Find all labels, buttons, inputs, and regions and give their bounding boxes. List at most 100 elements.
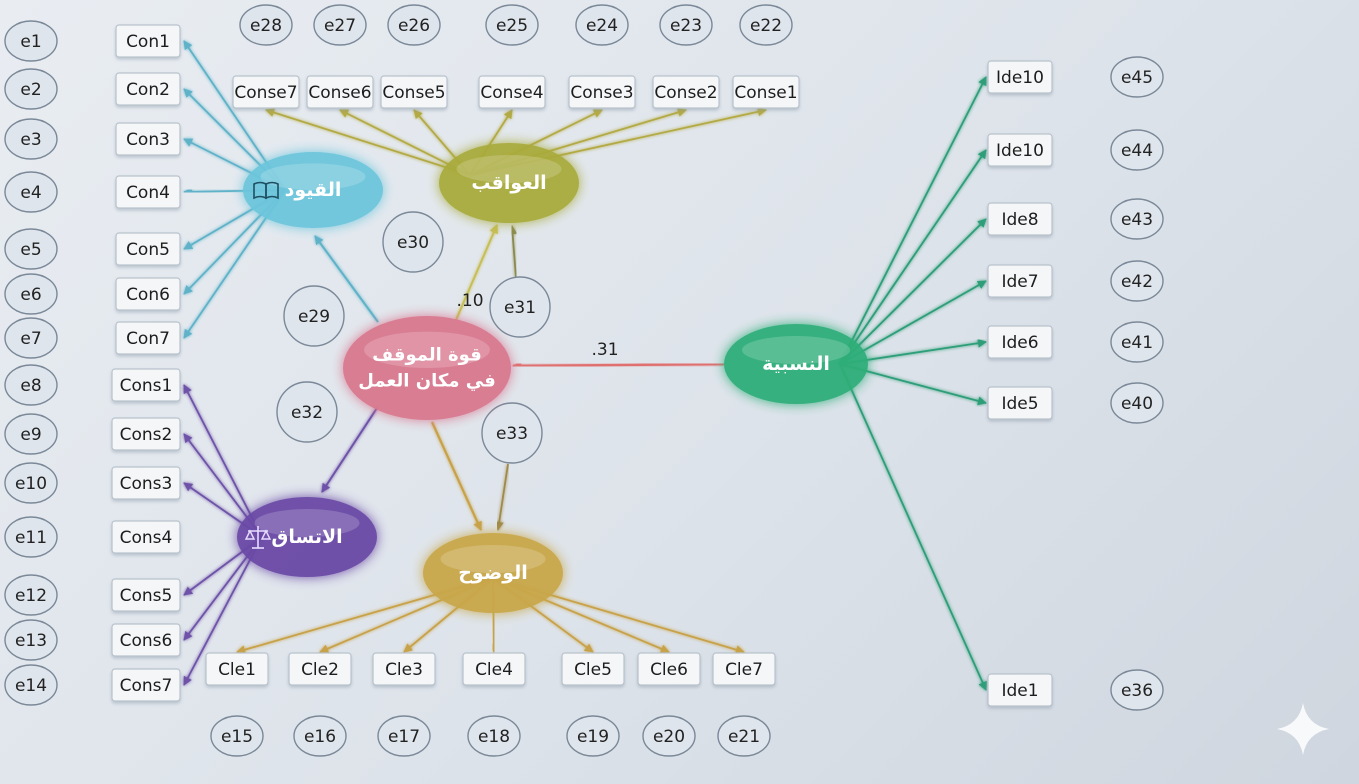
indicator-cons6-label: Cons6 <box>120 631 173 651</box>
error-node-e21: e21 <box>717 715 771 757</box>
indicator-cle1: Cle1 <box>205 652 269 686</box>
indicator-cons2: Cons2 <box>111 417 181 451</box>
indicator-con4: Con4 <box>115 175 181 209</box>
error-node-e14-label: e14 <box>15 676 47 696</box>
latent-constraints: القيود <box>243 152 383 228</box>
error-node-e33-label: e33 <box>496 424 528 444</box>
loading-arrow-cons7 <box>183 536 263 686</box>
error-node-e13-label: e13 <box>15 631 47 651</box>
indicator-ide7-3-label: Ide7 <box>1001 272 1038 292</box>
indicator-cons1: Cons1 <box>111 368 181 402</box>
latent-consequences-label: العواقب <box>471 172 546 194</box>
error-node-e4-label: e4 <box>20 183 41 203</box>
error-node-e15: e15 <box>210 715 264 757</box>
error-node-e7: e7 <box>4 317 58 359</box>
latent-constraints-label: القيود <box>285 179 342 201</box>
latent-clarity-label: الوضوح <box>458 562 528 584</box>
error-node-e31: e31 <box>489 276 551 338</box>
error-node-e20: e20 <box>642 715 696 757</box>
indicator-con7: Con7 <box>115 321 181 355</box>
error-node-e33: e33 <box>481 402 543 464</box>
error-node-e27: e27 <box>313 4 367 46</box>
indicator-con6: Con6 <box>115 277 181 311</box>
indicator-conse7: Conse7 <box>232 75 300 109</box>
error-node-e25: e25 <box>485 4 539 46</box>
error-node-e11: e11 <box>4 516 58 558</box>
error-node-e30-label: e30 <box>397 233 429 253</box>
indicator-ide5-5: Ide5 <box>987 386 1053 420</box>
error-node-e1: e1 <box>4 20 58 62</box>
error-node-e42: e42 <box>1110 260 1164 302</box>
indicator-con1-label: Con1 <box>126 32 170 52</box>
error-node-e5-label: e5 <box>20 240 41 260</box>
error-node-e44: e44 <box>1110 129 1164 171</box>
indicator-cle4: Cle4 <box>462 652 526 686</box>
indicator-conse1: Conse1 <box>732 75 800 109</box>
indicator-conse1-label: Conse1 <box>734 83 797 103</box>
error-node-e19-label: e19 <box>577 727 609 747</box>
indicator-conse2: Conse2 <box>652 75 720 109</box>
error-node-e14: e14 <box>4 664 58 706</box>
loading-arrow-ide10-0 <box>839 76 987 365</box>
error-node-e26: e26 <box>387 4 441 46</box>
error-node-e22-label: e22 <box>750 16 782 36</box>
error-node-e6-label: e6 <box>20 285 41 305</box>
indicator-ide7-3: Ide7 <box>987 264 1053 298</box>
indicator-ide8-2: Ide8 <box>987 202 1053 236</box>
indicator-ide10-1: Ide10 <box>987 133 1053 167</box>
error-node-e9: e9 <box>4 413 58 455</box>
error-node-e2: e2 <box>4 68 58 110</box>
error-node-e12: e12 <box>4 574 58 616</box>
error-node-e19: e19 <box>566 715 620 757</box>
error-node-e3-label: e3 <box>20 130 41 150</box>
error-node-e7-label: e7 <box>20 329 41 349</box>
indicator-ide6-4-label: Ide6 <box>1001 333 1038 353</box>
error-node-e17: e17 <box>377 715 431 757</box>
latent-workplace-situational-strength-label: قوة الموقف <box>372 345 481 366</box>
indicator-conse5: Conse5 <box>380 75 448 109</box>
indicator-cle5-label: Cle5 <box>574 660 612 680</box>
indicator-cle2: Cle2 <box>288 652 352 686</box>
error-node-e29: e29 <box>283 285 345 347</box>
indicator-con2: Con2 <box>115 72 181 106</box>
error-node-e8-label: e8 <box>20 376 41 396</box>
indicator-ide10-0-label: Ide10 <box>996 68 1044 88</box>
error-node-e6: e6 <box>4 273 58 315</box>
error-node-e45-label: e45 <box>1121 68 1153 88</box>
indicator-con1: Con1 <box>115 24 181 58</box>
indicator-cons6: Cons6 <box>111 623 181 657</box>
loading-arrow-ide8-2 <box>839 218 987 365</box>
indicator-cle6-label: Cle6 <box>650 660 688 680</box>
indicator-cle5: Cle5 <box>561 652 625 686</box>
indicator-conse4-label: Conse4 <box>480 83 543 103</box>
sparkle-icon <box>1277 703 1329 755</box>
path-relativity-to-central <box>512 361 725 371</box>
error-node-e17-label: e17 <box>388 727 420 747</box>
coefficient-relativity: .31 <box>591 340 618 360</box>
error-node-e8: e8 <box>4 364 58 406</box>
indicator-conse4: Conse4 <box>478 75 546 109</box>
indicator-cle7: Cle7 <box>712 652 776 686</box>
indicator-conse6: Conse6 <box>306 75 374 109</box>
coefficient-consequences: .10 <box>456 291 483 311</box>
error-node-e23: e23 <box>659 4 713 46</box>
path-central-to-clarity <box>430 421 483 531</box>
error-node-e41-label: e41 <box>1121 333 1153 353</box>
error-node-e20-label: e20 <box>653 727 685 747</box>
error-node-e43-label: e43 <box>1121 210 1153 230</box>
indicator-cle7-label: Cle7 <box>725 660 763 680</box>
error-node-e4: e4 <box>4 171 58 213</box>
indicator-conse6-label: Conse6 <box>308 83 371 103</box>
error-node-e43: e43 <box>1110 198 1164 240</box>
indicator-ide5-5-label: Ide5 <box>1001 394 1038 414</box>
error-node-e10-label: e10 <box>15 474 47 494</box>
indicator-conse3-label: Conse3 <box>570 83 633 103</box>
indicator-con4-label: Con4 <box>126 183 170 203</box>
latent-relativity: النسبية <box>724 324 868 404</box>
error-node-e11-label: e11 <box>15 528 47 548</box>
indicator-con6-label: Con6 <box>126 285 170 305</box>
error-node-e27-label: e27 <box>324 16 356 36</box>
indicator-cle3-label: Cle3 <box>385 660 423 680</box>
